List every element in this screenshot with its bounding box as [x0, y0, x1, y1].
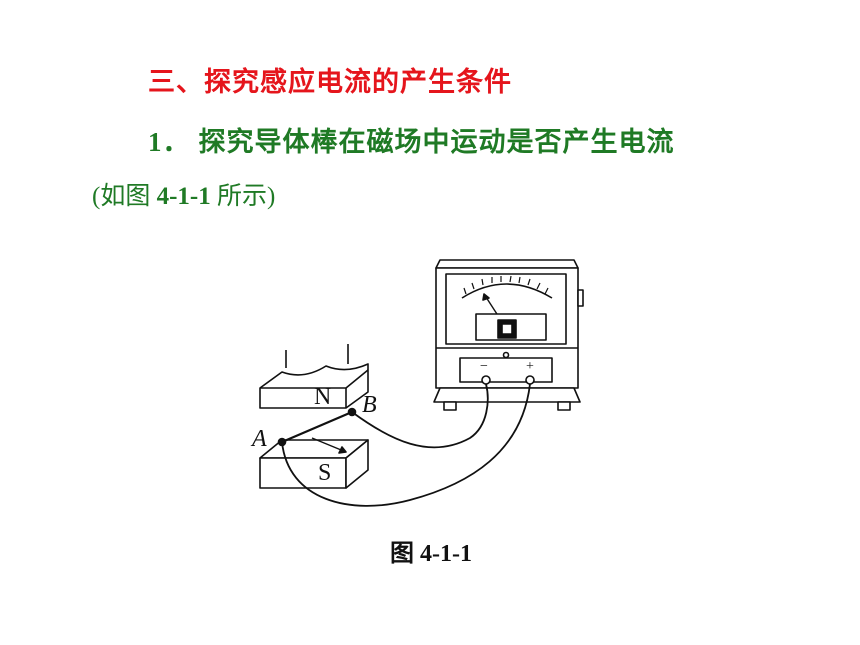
note-open: (如图 — [92, 183, 157, 210]
figure-reference-note: (如图 4-1-1 所示) — [92, 176, 275, 212]
conductor-rod — [281, 410, 353, 444]
experiment-figure: − + — [250, 259, 584, 507]
wire-a — [281, 383, 531, 507]
subsection-heading: 1．探究导体棒在磁场中运动是否产生电流 — [148, 120, 675, 159]
magnet-north — [259, 344, 369, 409]
galvanometer: − + — [433, 259, 584, 411]
label-s: S — [318, 460, 331, 486]
terminal-minus-label: − — [480, 359, 488, 374]
label-a: A — [250, 426, 267, 452]
subsection-number: 1． — [148, 127, 191, 157]
note-close: 所示) — [210, 183, 276, 210]
section-heading: 三、探究感应电流的产生条件 — [148, 67, 512, 98]
magnet-south — [259, 439, 369, 489]
terminal-plus-label: + — [526, 359, 534, 374]
figure-caption: 图 4-1-1 — [390, 541, 472, 567]
wire-b — [351, 383, 489, 449]
label-b: B — [362, 392, 377, 418]
note-figure-ref: 4-1-1 — [156, 183, 211, 210]
subsection-title: 探究导体棒在磁场中运动是否产生电流 — [198, 127, 675, 158]
label-n: N — [314, 384, 331, 410]
